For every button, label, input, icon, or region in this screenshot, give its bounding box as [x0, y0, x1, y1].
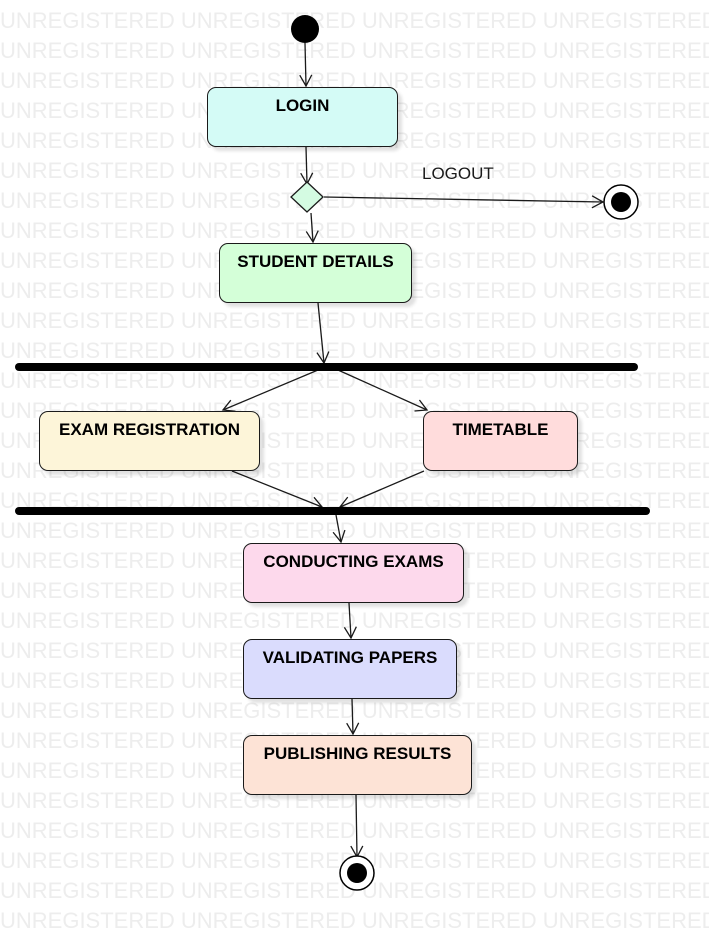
student-details-label: STUDENT DETAILS	[237, 252, 394, 271]
watermark-row: UNREGISTERED UNREGISTERED UNREGISTERED U…	[0, 38, 709, 63]
watermark-row: UNREGISTERED UNREGISTERED UNREGISTERED U…	[0, 848, 709, 873]
timetable-node: TIMETABLE	[423, 411, 578, 471]
final-node-end	[339, 855, 375, 891]
watermark-row: UNREGISTERED UNREGISTERED UNREGISTERED U…	[0, 818, 709, 843]
watermark-row: UNREGISTERED UNREGISTERED UNREGISTERED U…	[0, 308, 709, 333]
exam-registration-label: EXAM REGISTRATION	[58, 420, 241, 439]
edge-exam-registration-to-join	[231, 470, 324, 510]
fork-bar	[15, 363, 638, 371]
login-node: LOGIN	[207, 87, 398, 147]
decision-node	[290, 181, 324, 213]
edge-validating-to-publishing	[346, 698, 360, 736]
final-node-logout	[603, 184, 639, 220]
watermark-row: UNREGISTERED UNREGISTERED UNREGISTERED U…	[0, 368, 709, 393]
watermark-row: UNREGISTERED UNREGISTERED UNREGISTERED U…	[0, 788, 709, 813]
edge-join-to-conducting	[332, 514, 346, 544]
timetable-label: TIMETABLE	[452, 420, 549, 439]
student-details-node: STUDENT DETAILS	[219, 243, 412, 303]
edge-conducting-to-validating	[343, 602, 357, 640]
watermark-row: UNREGISTERED UNREGISTERED UNREGISTERED U…	[0, 698, 709, 723]
watermark-row: UNREGISTERED UNREGISTERED UNREGISTERED U…	[0, 338, 709, 363]
publishing-results-label: PUBLISHING RESULTS	[263, 744, 452, 763]
conducting-exams-node: CONDUCTING EXAMS	[243, 543, 464, 603]
initial-node	[291, 15, 319, 43]
edge-publishing-to-final	[350, 794, 364, 859]
publishing-results-node: PUBLISHING RESULTS	[243, 735, 472, 795]
edge-logout	[323, 195, 605, 209]
edge-timetable-to-join	[338, 470, 425, 509]
edge-start-to-login	[299, 42, 313, 88]
watermark-row: UNREGISTERED UNREGISTERED UNREGISTERED U…	[0, 878, 709, 903]
edge-login-to-decision	[300, 146, 314, 186]
edge-decision-to-student	[305, 212, 319, 244]
conducting-exams-label: CONDUCTING EXAMS	[263, 552, 444, 571]
validating-papers-node: VALIDATING PAPERS	[243, 639, 457, 699]
watermark-row: UNREGISTERED UNREGISTERED UNREGISTERED U…	[0, 518, 709, 543]
validating-papers-label: VALIDATING PAPERS	[262, 648, 438, 667]
exam-registration-node: EXAM REGISTRATION	[39, 411, 260, 471]
edge-fork-to-timetable	[337, 369, 429, 412]
watermark-row: UNREGISTERED UNREGISTERED UNREGISTERED U…	[0, 908, 709, 933]
edge-fork-to-exam-registration	[221, 369, 319, 412]
join-bar	[15, 507, 650, 515]
logout-edge-label: LOGOUT	[422, 164, 494, 183]
edge-student-to-fork	[316, 302, 330, 365]
login-label: LOGIN	[275, 96, 330, 115]
watermark-row: UNREGISTERED UNREGISTERED UNREGISTERED U…	[0, 488, 709, 513]
watermark-row: UNREGISTERED UNREGISTERED UNREGISTERED U…	[0, 608, 709, 633]
